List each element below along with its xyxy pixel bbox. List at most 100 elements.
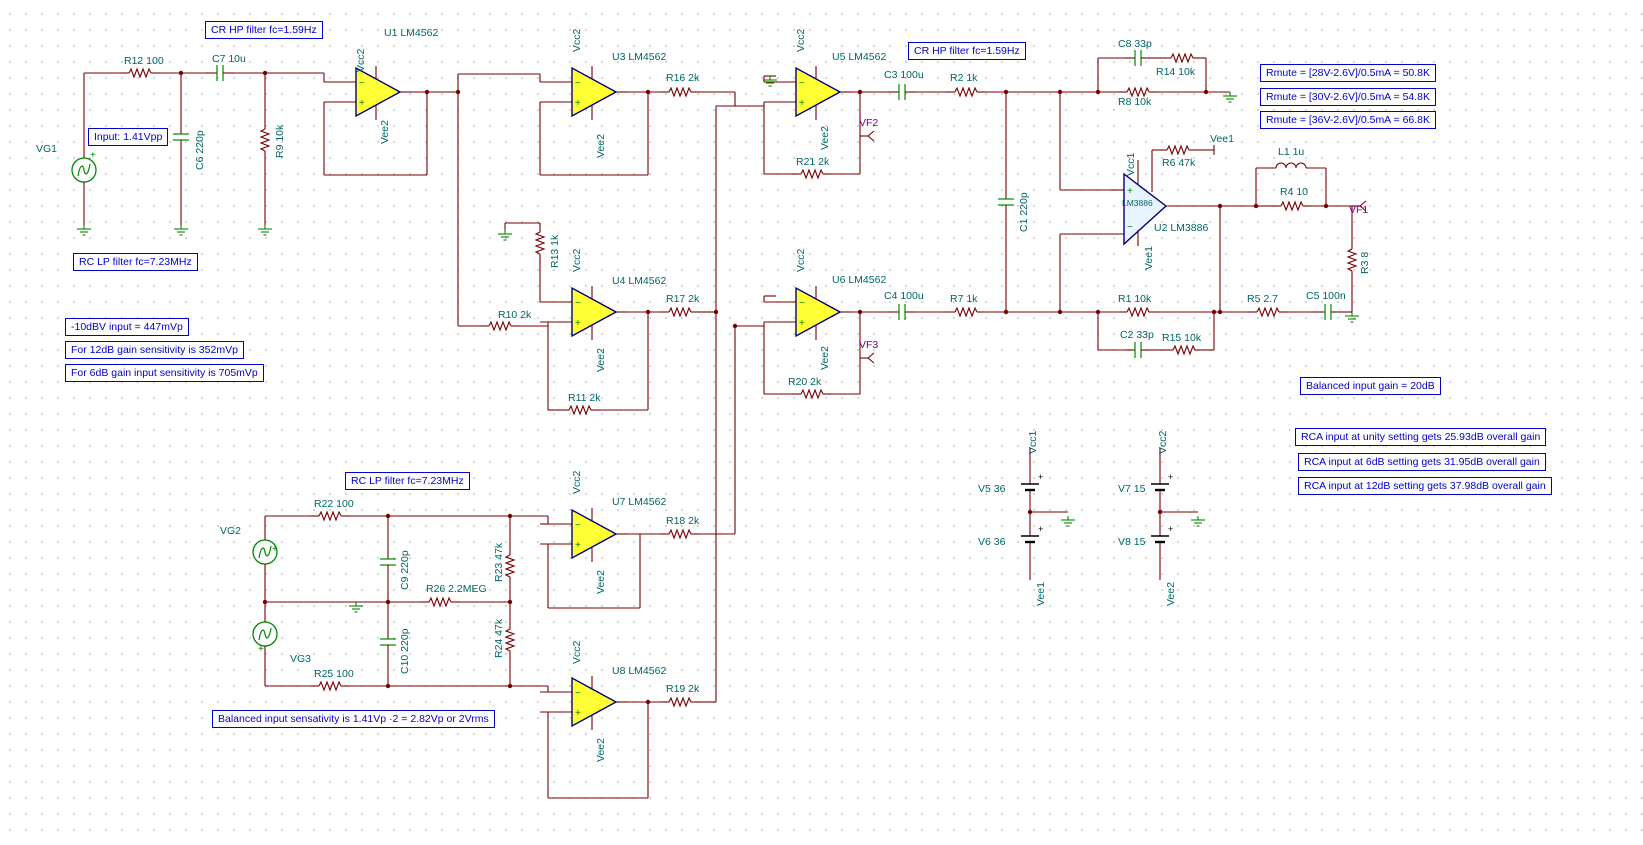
c3-capacitor (887, 83, 917, 101)
svg-text:+: + (258, 644, 264, 655)
u2-vee1: Vee1 (1143, 246, 1155, 270)
r22-resistor (309, 511, 351, 521)
c6-capacitor (172, 122, 190, 152)
label-r4: R4 10 (1280, 186, 1308, 198)
label-u1: U1 LM4562 (384, 27, 438, 39)
u1-vee2: Vee2 (379, 120, 391, 144)
r13-resistor (535, 222, 545, 264)
note-rca-unity: RCA input at unity setting gets 25.93dB … (1295, 428, 1547, 446)
v8-vee2: Vee2 (1165, 582, 1177, 606)
label-r8: R8 10k (1118, 96, 1152, 108)
label-r25: R25 100 (314, 668, 354, 680)
label-v7: V7 15 (1118, 483, 1146, 495)
u6-vee2: Vee2 (819, 346, 831, 370)
label-r11: R11 2k (568, 392, 601, 404)
label-r5: R5 2.7 (1247, 293, 1278, 305)
label-v6: V6 36 (978, 536, 1006, 548)
note-rmute-36v: Rmute = [36V-2.6V]/0.5mA = 66.8K (1260, 111, 1437, 129)
label-r14: R14 10k (1156, 66, 1196, 78)
vg1-source: + (71, 73, 97, 236)
c1-capacitor (997, 187, 1015, 217)
c4-capacitor (887, 303, 917, 321)
note-rc-lp-filter-2: RC LP filter fc=7.23MHz (345, 472, 470, 490)
label-l1: L1 1u (1278, 146, 1304, 158)
label-c4: C4 100u (884, 290, 924, 302)
r14-resistor (1161, 53, 1203, 63)
label-r2: R2 1k (950, 72, 978, 84)
r10-resistor (479, 321, 521, 331)
label-c2: C2 33p (1120, 329, 1154, 341)
r6-resistor (1157, 145, 1199, 155)
label-r9: R9 10k (274, 124, 286, 158)
label-vf3: VF3 (859, 339, 878, 351)
u2-power-amp: +− (1059, 150, 1168, 312)
r4-resistor (1271, 201, 1313, 211)
label-r3: R3 8 (1359, 252, 1371, 274)
u8-opamp (539, 675, 629, 731)
label-r18: R18 2k (666, 515, 700, 527)
r5-resistor (1247, 307, 1289, 317)
c7-capacitor (205, 64, 235, 82)
label-r12: R12 100 (124, 55, 164, 67)
label-r1: R1 10k (1118, 293, 1152, 305)
u6-opamp (763, 285, 853, 341)
label-vg2: VG2 (220, 525, 241, 537)
c9-capacitor (379, 547, 397, 577)
note-balanced-gain: Balanced input gain = 20dB (1300, 377, 1441, 395)
label-c5: C5 100n (1306, 290, 1346, 302)
label-c8: C8 33p (1118, 38, 1152, 50)
u4-vee2: Vee2 (595, 348, 607, 372)
u1-opamp (323, 65, 413, 121)
label-v5: V5 36 (978, 483, 1006, 495)
supply-15v (1149, 448, 1206, 580)
label-r26: R26 2.2MEG (426, 583, 487, 595)
u3-vee2: Vee2 (595, 134, 607, 158)
r16-resistor (659, 87, 701, 97)
label-r24: R24 47k (493, 618, 505, 658)
label-u6: U6 LM4562 (832, 274, 886, 286)
c8-capacitor (1123, 49, 1153, 67)
r26-resistor (419, 597, 461, 607)
r18-resistor (659, 529, 701, 539)
r7-resistor (945, 307, 987, 317)
label-c9: C9 220p (399, 550, 411, 590)
r21-resistor (791, 169, 833, 179)
label-vf2: VF2 (859, 117, 878, 129)
note-rc-lp-filter-1: RC LP filter fc=7.23MHz (73, 253, 198, 271)
note-6db-sensitivity: For 6dB gain input sensitivity is 705mVp (65, 364, 264, 382)
r11-resistor (559, 405, 601, 415)
r15-resistor (1163, 345, 1205, 355)
u3-opamp (539, 65, 629, 121)
u2-vcc1: Vcc1 (1125, 152, 1137, 176)
note-12db-sensitivity: For 12dB gain sensitivity is 352mVp (65, 341, 244, 359)
label-c7: C7 10u (212, 53, 246, 65)
label-r15: R15 10k (1162, 332, 1202, 344)
label-u4: U4 LM4562 (612, 275, 666, 287)
label-r16: R16 2k (666, 72, 700, 84)
label-vg3: VG3 (290, 653, 311, 665)
svg-text:+: + (272, 544, 278, 555)
label-r23: R23 47k (493, 542, 505, 582)
label-u7: U7 LM4562 (612, 496, 666, 508)
label-r19: R19 2k (666, 683, 700, 695)
c10-capacitor (379, 627, 397, 657)
r24-resistor (505, 619, 515, 661)
r25-resistor (309, 681, 351, 691)
u3-vcc2: Vcc2 (571, 28, 583, 52)
label-u2-chip: LM3886 (1122, 198, 1153, 208)
label-c3: C3 100u (884, 69, 924, 81)
v7-vcc2: Vcc2 (1157, 430, 1169, 454)
r23-resistor (505, 545, 515, 587)
vg3-source (252, 621, 278, 647)
label-v8: V8 15 (1118, 536, 1146, 548)
r1-resistor (1117, 307, 1159, 317)
label-r10: R10 2k (498, 309, 532, 321)
r3-resistor (1347, 239, 1357, 281)
label-c10: C10 220p (399, 628, 411, 674)
r20-resistor (791, 389, 833, 399)
u8-vee2: Vee2 (595, 738, 607, 762)
label-r6: R6 47k (1162, 157, 1196, 169)
note-rmute-30v: Rmute = [30V-2.6V]/0.5mA = 54.8K (1260, 88, 1437, 106)
